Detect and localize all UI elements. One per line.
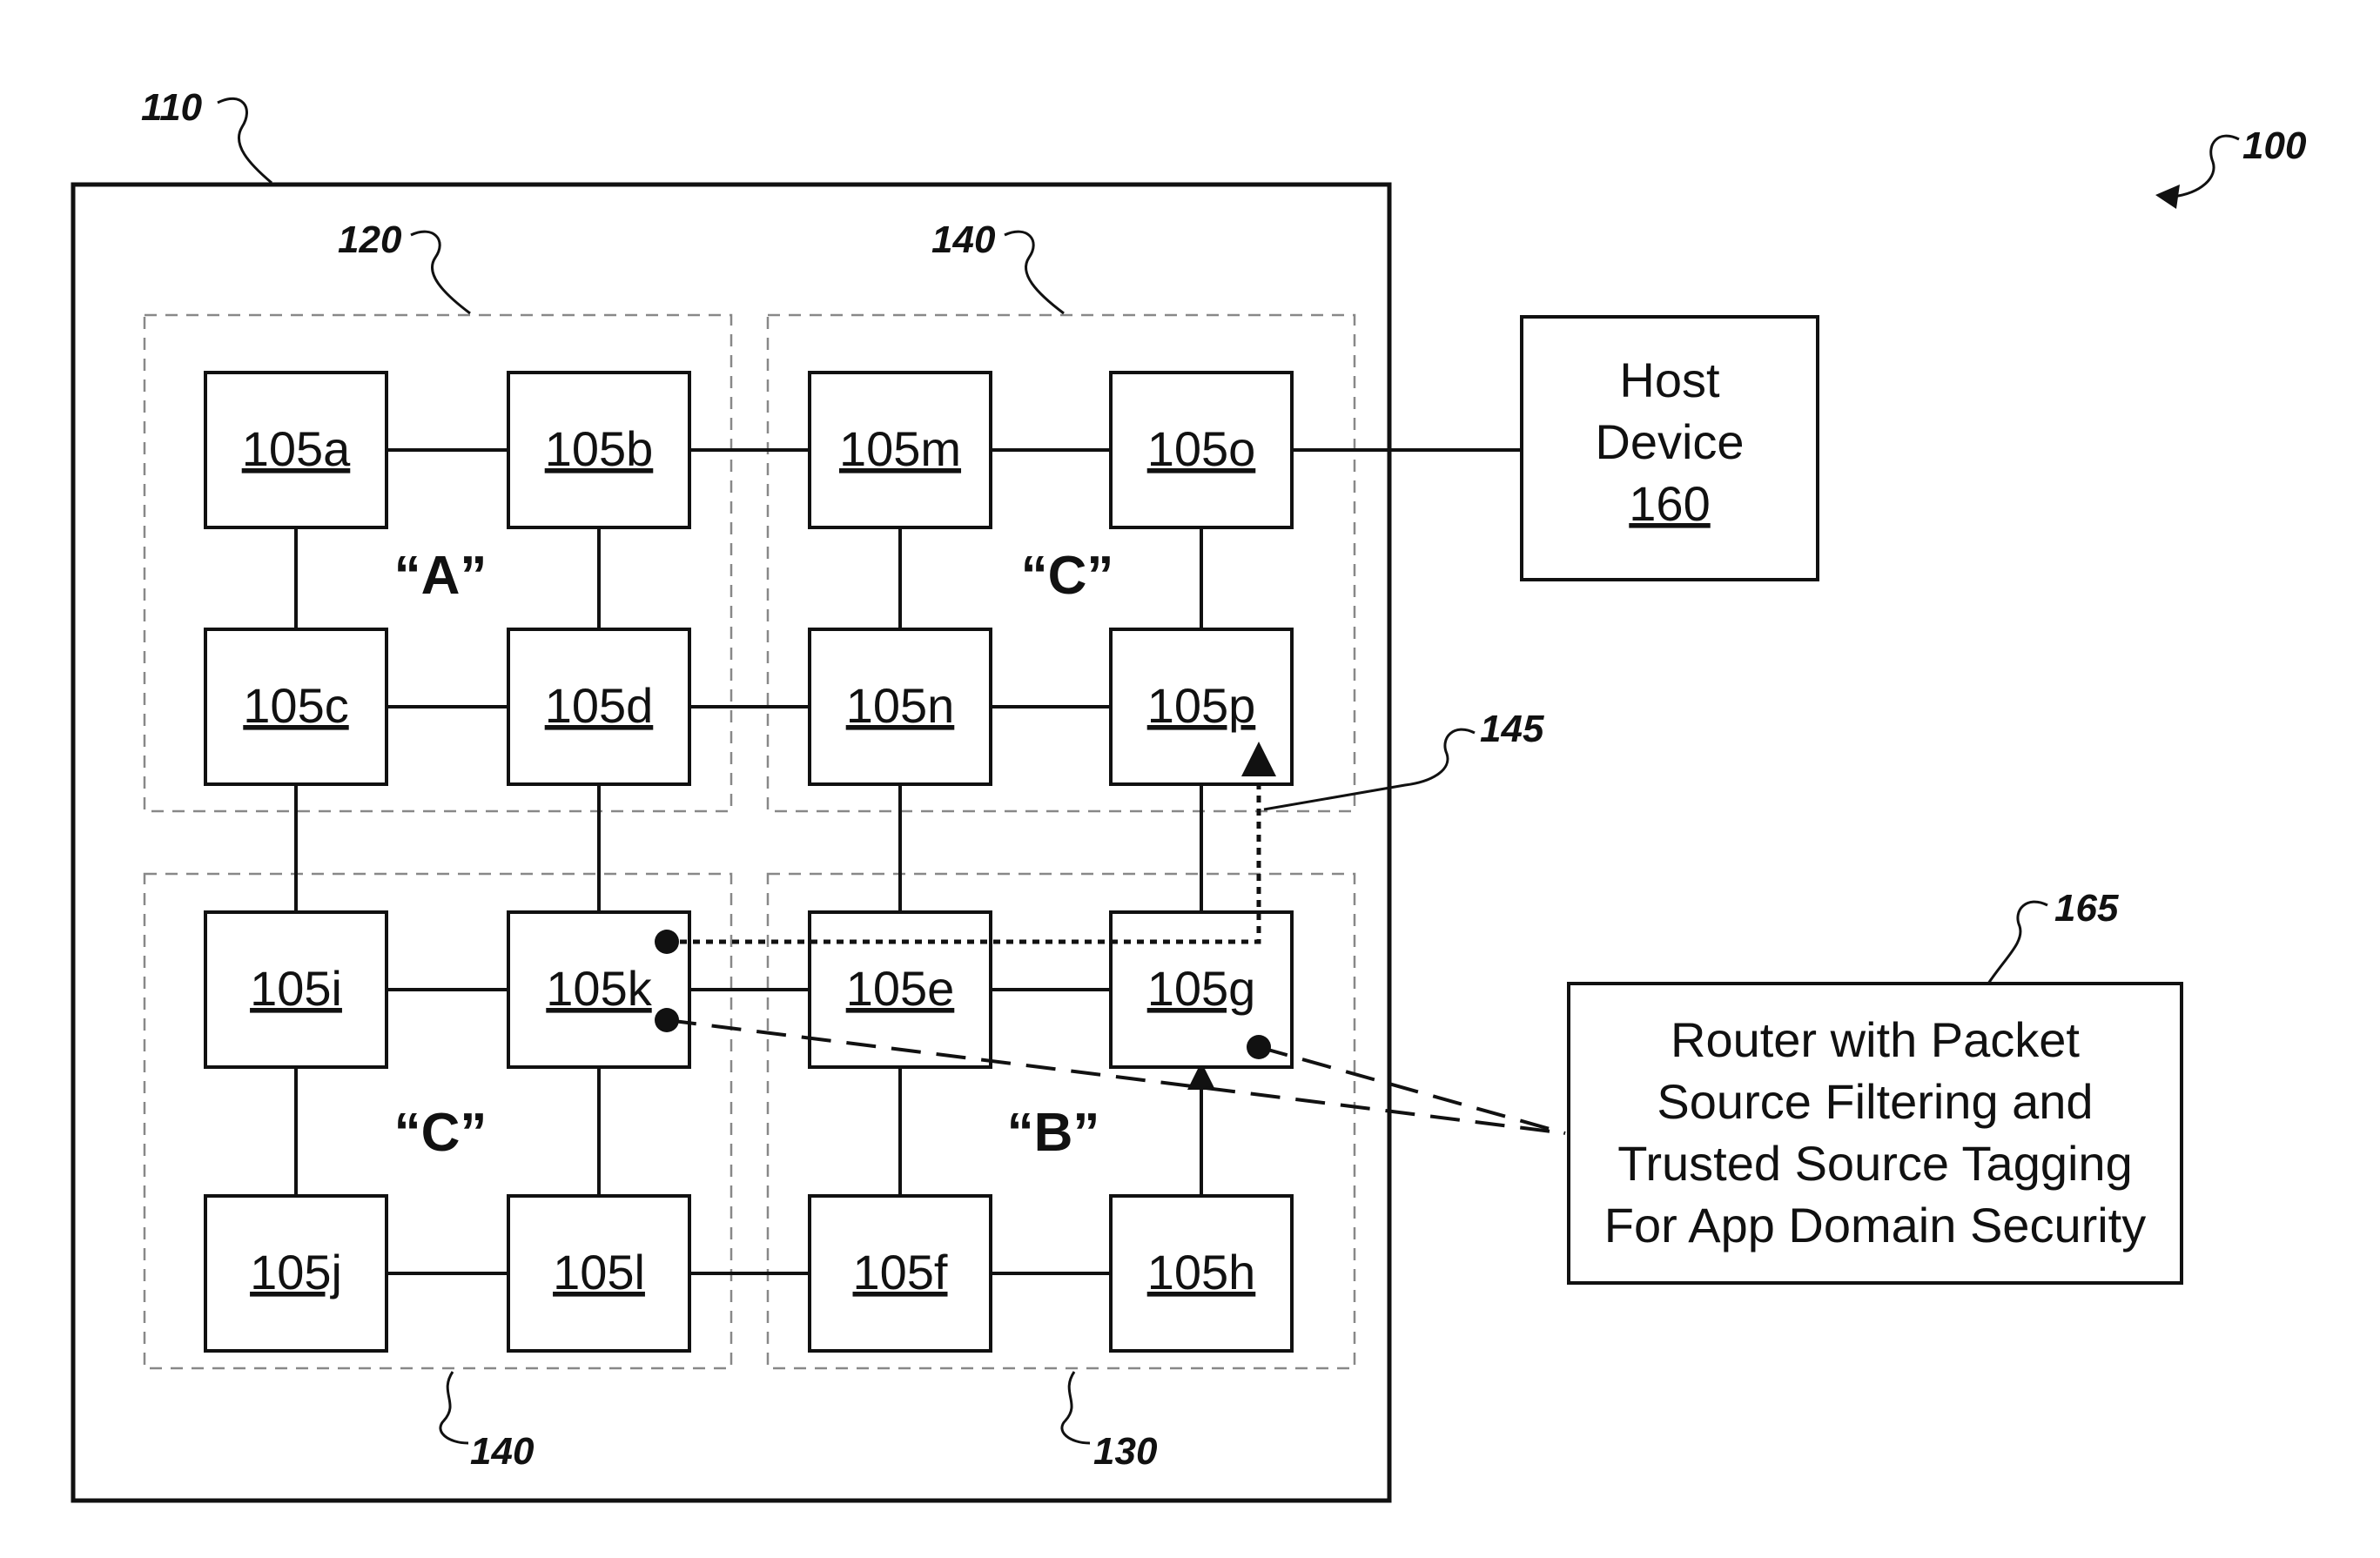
node-label: 105b [545, 421, 654, 476]
node-105m: 105m [810, 373, 991, 527]
host-ref: 160 [1629, 476, 1710, 531]
node-105i: 105i [205, 912, 387, 1067]
node-105p: 105p [1111, 629, 1292, 784]
node-105l: 105l [508, 1196, 689, 1351]
host-line-1: Host [1619, 353, 1720, 407]
router-line-2: Source Filtering and [1657, 1074, 2093, 1129]
path-dot-105k-upper [655, 930, 679, 954]
region-letter-top-right: “C” [1021, 546, 1114, 606]
node-105j: 105j [205, 1196, 387, 1351]
ref-label-140-top: 140 [931, 218, 996, 261]
ref-label-140-bottom: 140 [470, 1430, 534, 1473]
ref-label-130: 130 [1093, 1430, 1158, 1473]
node-label: 105n [846, 678, 955, 733]
node-label: 105h [1147, 1245, 1256, 1299]
node-label: 105e [846, 961, 955, 1016]
node-105n: 105n [810, 629, 991, 784]
ref-label-165: 165 [2054, 887, 2119, 930]
node-label: 105d [545, 678, 654, 733]
node-105d: 105d [508, 629, 689, 784]
node-label: 105j [250, 1245, 342, 1299]
arrowhead-100 [2155, 185, 2180, 209]
path-dot-105k-lower [655, 1008, 679, 1032]
node-label: 105i [250, 961, 342, 1016]
ref-label-110: 110 [141, 86, 203, 129]
node-label: 105g [1147, 961, 1256, 1016]
node-label: 105l [553, 1245, 645, 1299]
node-105f: 105f [810, 1196, 991, 1351]
node-label: 105o [1147, 421, 1256, 476]
router-line-1: Router with Packet [1671, 1012, 2080, 1067]
region-letter-top-left: “A” [394, 546, 487, 606]
node-label: 105f [853, 1245, 948, 1299]
router-line-4: For App Domain Security [1604, 1198, 2146, 1252]
node-105c: 105c [205, 629, 387, 784]
node-105b: 105b [508, 373, 689, 527]
host-line-2: Device [1595, 414, 1744, 469]
ref-label-100: 100 [2242, 124, 2307, 167]
ref-label-120: 120 [338, 218, 402, 261]
node-label: 105k [546, 961, 652, 1016]
node-label: 105p [1147, 678, 1256, 733]
router-line-3: Trusted Source Tagging [1617, 1136, 2132, 1191]
path-dot-105g [1247, 1035, 1271, 1059]
node-105a: 105a [205, 373, 387, 527]
region-letter-bottom-left: “C” [394, 1103, 487, 1163]
node-label: 105m [839, 421, 961, 476]
router-dashed-line-105g [1259, 1047, 1565, 1133]
region-letter-bottom-right: “B” [1007, 1103, 1100, 1163]
node-label: 105a [242, 421, 351, 476]
ref-label-145: 145 [1480, 708, 1544, 750]
node-105o: 105o [1111, 373, 1292, 527]
host-device: Host Device 160 [1522, 317, 1818, 580]
node-label: 105c [243, 678, 348, 733]
node-105h: 105h [1111, 1196, 1292, 1351]
router-box: Router with Packet Source Filtering and … [1569, 984, 2182, 1283]
node-105e: 105e [810, 912, 991, 1067]
